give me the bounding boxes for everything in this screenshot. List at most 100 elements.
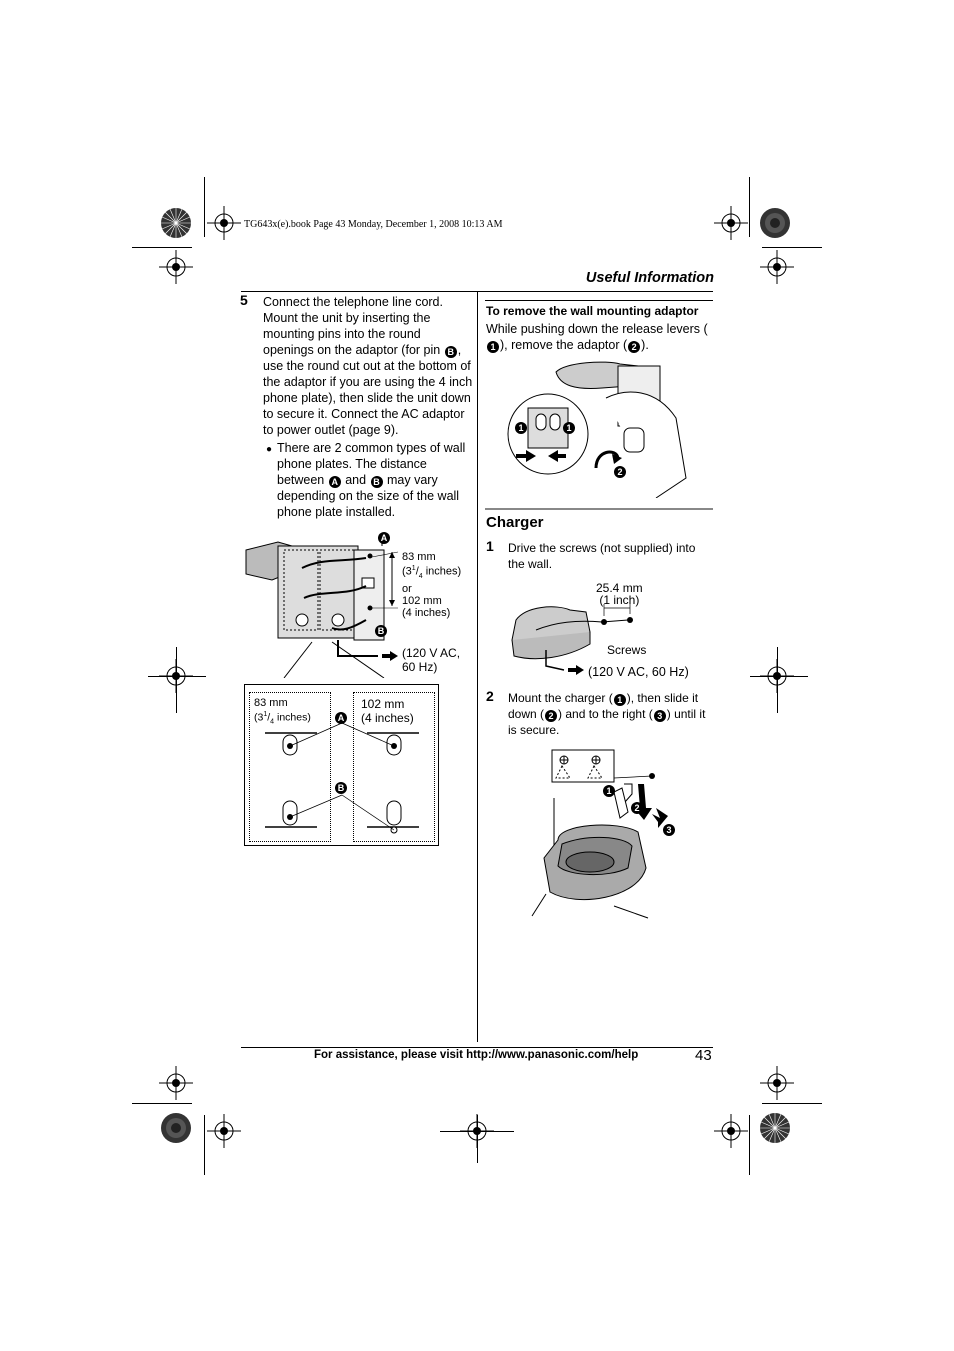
plate-inch-denominator: 4 [270,718,275,726]
remove-adaptor-text: While pushing down the release levers ( 1… [486,321,712,353]
crosshair-mark-icon [159,659,193,693]
crosshair-mark-icon [207,206,241,240]
dim-83mm: 83 mm [402,551,436,563]
bullet-text-and: and [341,473,370,487]
charger-step-2-number: 2 [486,688,494,704]
plate-102mm-box [353,692,435,842]
crosshair-mark-icon [460,1114,494,1148]
charger-step-2-text: Mount the charger (1), then slide it dow… [508,690,712,738]
charger-fig-marker-3: 3 [663,824,675,836]
remove-text-part3: ). [641,338,649,352]
fig1-power-label: (120 V AC, 60 Hz) [402,646,460,674]
lever-marker-1: 1 [487,341,499,353]
dim-3-1-4-inches: (31/4 inches) [402,565,462,580]
charger-mount-illustration [531,749,668,919]
step2-text-part3: ) and to the right ( [558,707,653,721]
plate-4-inches-text: (4 inches) [361,711,414,725]
plate-inch-unit: inches) [274,711,311,724]
header-rule [241,291,713,292]
fig1-dimension-label: 83 mm (31/4 inches) or 102 mm (4 inches) [402,551,461,619]
step-5-text-part2: , use the round cut out at the bottom of… [263,343,473,437]
charger-step-1-text: Drive the screws (not supplied) into the… [508,541,696,571]
section-title: Useful Information [585,270,714,286]
crosshair-mark-icon [760,659,794,693]
screw-dim-mm: 25.4 mm [596,581,643,595]
charger-marker-2: 2 [545,710,558,722]
charger-step-1-number: 1 [486,538,494,554]
dim-inch-denominator: 4 [418,572,423,580]
remove-fig-marker-2: 2 [614,466,626,478]
plate-83mm-label: 83 mm (31/4 inches) [254,697,311,729]
registration-mark-icon [760,208,790,238]
book-file-line: TG643x(e).book Page 43 Monday, December … [244,219,503,230]
adaptor-marker-2: 2 [628,341,641,353]
dim-102mm: 102 mm [402,594,442,607]
crosshair-mark-icon [159,1066,193,1100]
crosshair-mark-icon [207,1114,241,1148]
remove-adaptor-heading: To remove the wall mounting adaptor [486,304,699,318]
plate-83mm-inches: (31/4 inches) [254,711,311,726]
step-5-text-part1: Connect the telephone line cord. Mount t… [263,295,444,357]
dim-inch-numerator: 1 [411,565,416,572]
power-line1: (120 V AC, [402,646,461,660]
footer-rule [241,1047,713,1048]
plate-inch-numerator: 1 [263,711,268,718]
charger-power-label: (120 V AC, 60 Hz) [588,665,689,679]
bullet-dot: ● [266,444,273,455]
step-5-number: 5 [240,292,248,308]
plate-pin-b: B [335,782,347,794]
bullet-text-part2: may vary depending on the size of the wa… [277,473,460,519]
remove-fig-marker-1b: 1 [563,422,575,434]
screw-dimension-label: 25.4 mm (1 inch) [596,582,643,606]
remove-text-part1: While pushing down the release levers ( [486,322,708,336]
fig1-pin-a: A [378,532,390,544]
charger-fig-marker-1: 1 [603,785,615,797]
plate-102mm-text: 102 mm [361,697,405,711]
crosshair-mark-icon [760,250,794,284]
plate-keyholes-drawing [265,722,419,834]
pin-b-marker: B [444,346,457,358]
step2-text-part4: ) until it is secure. [508,707,706,737]
remove-text-part2: ), remove the adaptor ( [500,338,628,352]
dim-4-inches: (4 inches) [402,606,451,619]
right-top-rule [485,300,713,301]
screws-label: Screws [607,643,647,657]
fig1-pin-b: B [375,625,387,637]
pin-a-marker: A [328,476,341,488]
plate-inch-whole: (3 [254,711,264,724]
assistance-link-text[interactable]: For assistance, please visit http://www.… [314,1049,639,1061]
registration-mark-icon [161,208,191,238]
wall-mount-illustration [245,536,399,678]
power-line2: 60 Hz) [402,660,438,674]
crosshair-mark-icon [714,206,748,240]
plate-pin-a: A [335,712,347,724]
plate-83mm-text: 83 mm [254,697,288,709]
crosshair-mark-icon [159,250,193,284]
bullet-text: There are 2 common types of wall phone p… [277,440,471,520]
registration-mark-icon [161,1113,191,1143]
crosshair-mark-icon [760,1066,794,1100]
charger-heading: Charger [486,514,544,531]
step2-text-part1: Mount the charger ( [508,691,613,705]
dim-inch-whole: (3 [402,565,412,578]
column-divider [477,292,478,1042]
charger-rule [485,508,713,510]
charger-marker-3: 3 [653,710,666,722]
phone-plate-figure: 83 mm (31/4 inches) 102 mm (4 inches) A … [244,684,439,846]
charger-marker-1: 1 [613,694,626,706]
screw-dim-inch: (1 inch) [599,593,640,607]
charger-screws-illustration [511,604,633,675]
plate-102mm-label: 102 mm (4 inches) [361,697,414,725]
page-number: 43 [695,1047,712,1064]
dim-inch-unit: inches) [422,565,462,578]
step-5-text: Connect the telephone line cord. Mount t… [263,294,473,438]
crosshair-mark-icon [714,1114,748,1148]
registration-mark-icon [760,1113,790,1143]
pin-b-marker: B [370,476,383,488]
dim-or: or [402,582,412,595]
bullet-text-part1: There are 2 common types of wall phone p… [277,441,466,487]
plate-83mm-box [249,692,331,842]
charger-fig-marker-2: 2 [631,802,643,814]
step2-text-part2: ), then slide it down ( [508,691,699,721]
remove-adaptor-illustration [507,361,687,498]
